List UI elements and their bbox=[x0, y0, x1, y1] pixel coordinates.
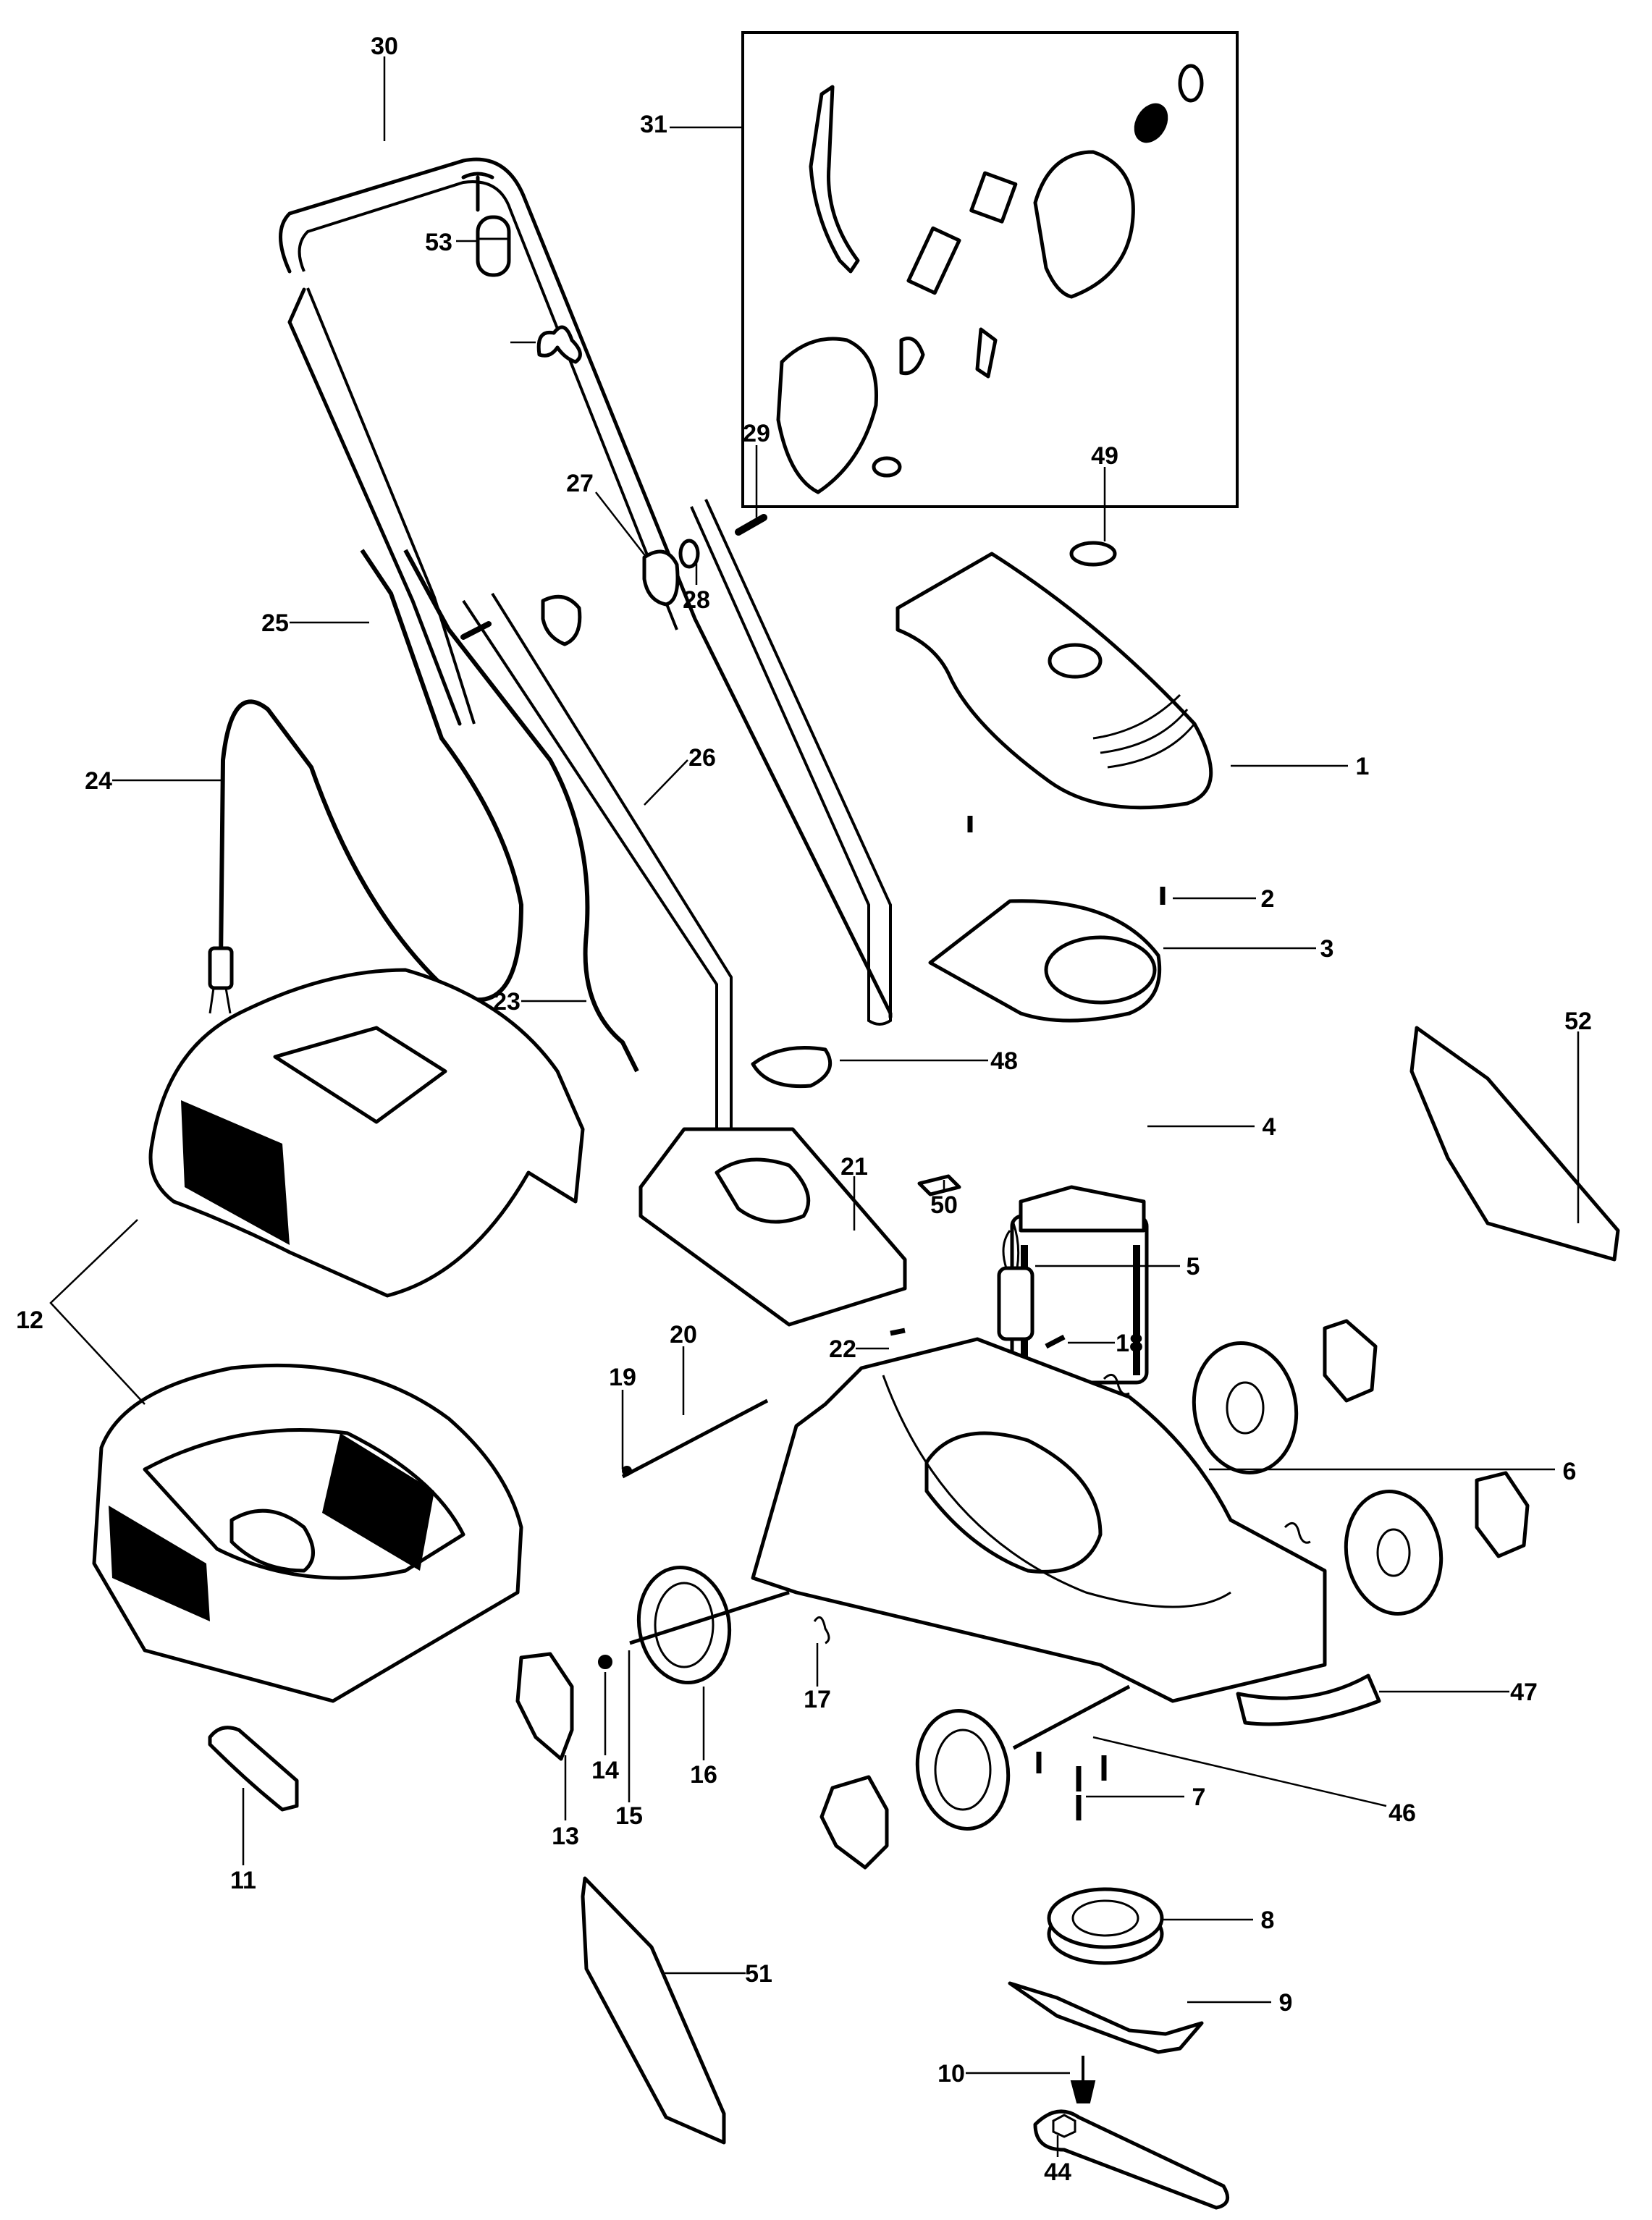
callout-10: 10 bbox=[937, 2060, 965, 2088]
fan bbox=[1047, 1887, 1164, 1965]
callout-8: 8 bbox=[1261, 1907, 1275, 1934]
callout-25: 25 bbox=[261, 609, 289, 637]
callout-23: 23 bbox=[493, 988, 521, 1016]
wheel-rear-right bbox=[1344, 1490, 1444, 1616]
callout-27: 27 bbox=[566, 470, 594, 497]
clip bbox=[208, 1726, 299, 1812]
cable-clip bbox=[536, 325, 582, 364]
washer bbox=[598, 1655, 612, 1669]
callout-48: 50 bbox=[930, 1191, 958, 1219]
leader-lines bbox=[49, 56, 1580, 2157]
callout-3: 3 bbox=[1320, 935, 1334, 963]
callout-11: 11 bbox=[230, 1867, 256, 1894]
callout-46: 48 bbox=[990, 1047, 1018, 1075]
wheel-rear-left bbox=[1192, 1341, 1299, 1474]
callout-47: 49 bbox=[1091, 442, 1118, 470]
handle-knob bbox=[541, 549, 680, 646]
grass-box-top bbox=[148, 968, 585, 1298]
side-label-50 bbox=[1409, 1026, 1620, 1262]
cable-hook bbox=[461, 172, 511, 277]
callout-29: 29 bbox=[743, 420, 770, 447]
switch-box-assembly bbox=[741, 31, 1239, 508]
capacitor bbox=[997, 1223, 1034, 1341]
grass-box-bottom bbox=[92, 1363, 523, 1703]
callout-14: 14 bbox=[591, 1757, 619, 1784]
callout-20: 20 bbox=[670, 1321, 697, 1349]
washer bbox=[678, 539, 700, 569]
screws bbox=[1036, 1752, 1107, 1820]
side-label-49 bbox=[581, 1876, 726, 2145]
callout-19: 19 bbox=[609, 1364, 636, 1391]
callout-26: 26 bbox=[688, 744, 716, 772]
wheel-front-right bbox=[915, 1709, 1011, 1831]
callout-labels: 30 31 53 29 27 28 25 24 26 23 49 1 2 3 4… bbox=[16, 33, 1592, 2186]
callout-5: 5 bbox=[1187, 1253, 1200, 1280]
callout-22: 22 bbox=[829, 1335, 856, 1363]
callout-2: 2 bbox=[1261, 885, 1275, 913]
upper-handle bbox=[279, 157, 893, 1019]
callout-24: 24 bbox=[85, 767, 112, 795]
callout-50: 52 bbox=[1564, 1008, 1592, 1035]
callout-28: 28 bbox=[683, 586, 710, 614]
inner-cover bbox=[928, 899, 1162, 1023]
callout-52: 53 bbox=[425, 229, 452, 256]
callout-13: 13 bbox=[552, 1823, 579, 1850]
callout-45: 47 bbox=[1510, 1679, 1538, 1706]
callout-18: 18 bbox=[1116, 1330, 1143, 1357]
callout-51: 44 bbox=[1044, 2158, 1071, 2186]
callout-31: 31 bbox=[640, 111, 667, 138]
spanner bbox=[1033, 2109, 1230, 2210]
label-48 bbox=[917, 1174, 961, 1196]
callout-15: 15 bbox=[615, 1802, 643, 1830]
flap bbox=[639, 1127, 907, 1327]
callout-1: 1 bbox=[1356, 753, 1370, 780]
spring bbox=[813, 1616, 830, 1645]
blade-bolt bbox=[1070, 2056, 1096, 2103]
callout-49: 51 bbox=[745, 1960, 772, 1988]
callout-6: 6 bbox=[1563, 1458, 1577, 1485]
blade bbox=[1008, 1981, 1204, 2054]
hub-cap bbox=[515, 1652, 574, 1761]
bolt bbox=[735, 514, 767, 536]
callout-7: 7 bbox=[1192, 1784, 1206, 1811]
callout-16: 16 bbox=[690, 1761, 717, 1789]
callout-12: 12 bbox=[16, 1307, 43, 1334]
motor-cover bbox=[895, 552, 1213, 810]
callout-17: 17 bbox=[804, 1686, 831, 1713]
label-47 bbox=[1069, 541, 1117, 567]
callout-21: 21 bbox=[840, 1153, 868, 1181]
label-46 bbox=[751, 1046, 833, 1089]
rear-flap bbox=[1236, 1674, 1381, 1726]
deck bbox=[751, 1337, 1327, 1703]
callout-9: 9 bbox=[1279, 1989, 1293, 2017]
callout-44: 46 bbox=[1388, 1799, 1416, 1827]
callout-30: 30 bbox=[371, 33, 398, 60]
callout-4: 4 bbox=[1263, 1113, 1276, 1141]
